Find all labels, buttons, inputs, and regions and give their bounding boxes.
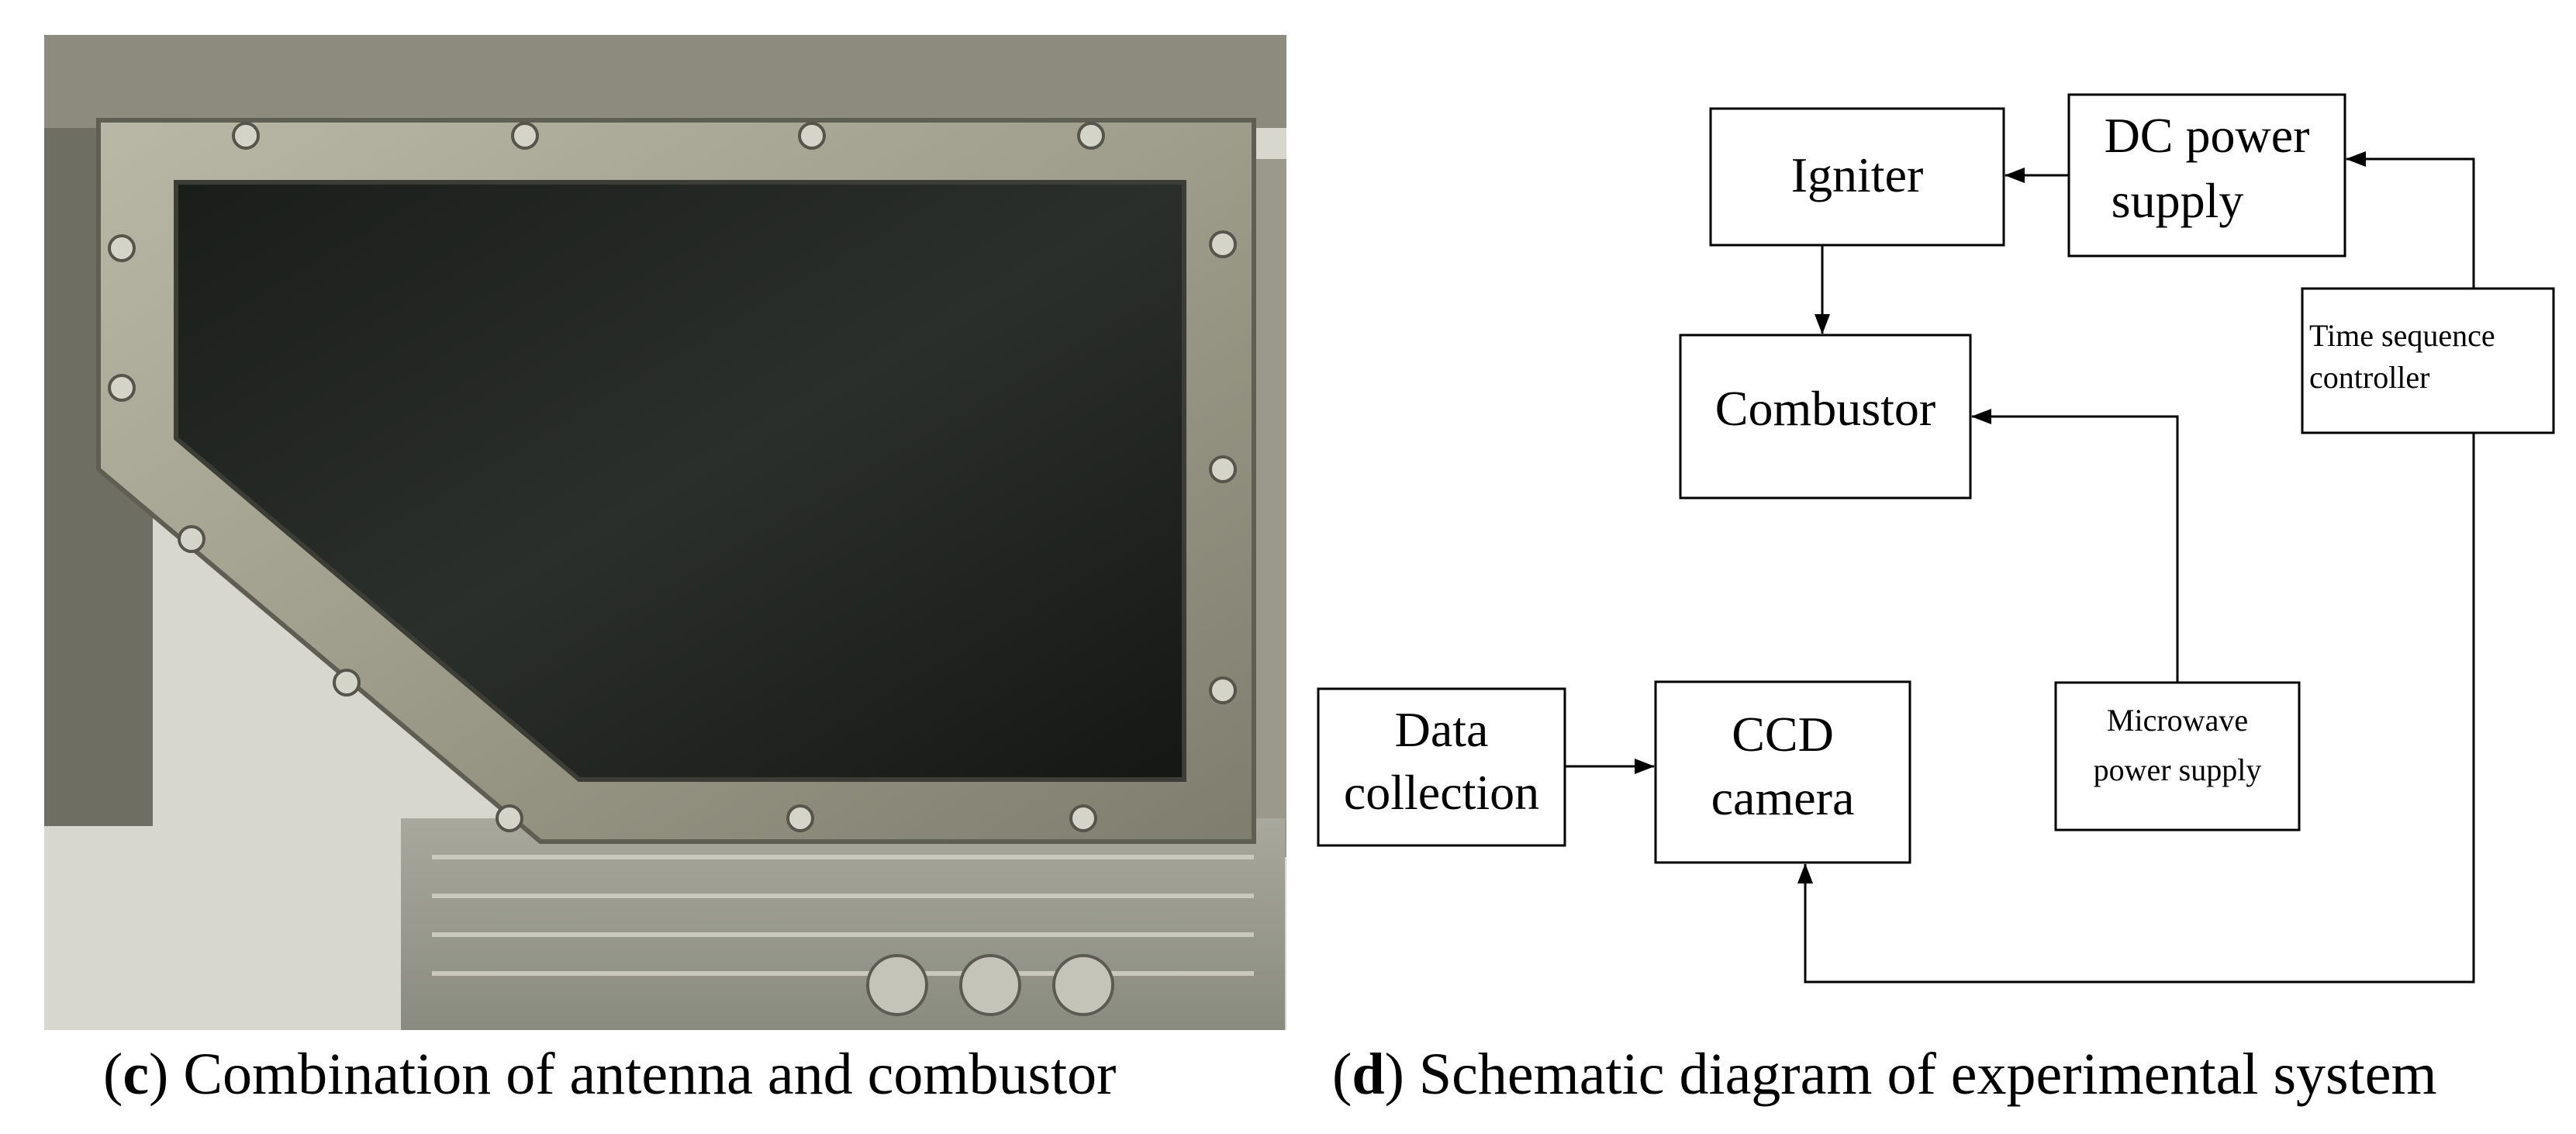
microwave-label-2: power supply xyxy=(2094,752,2262,787)
igniter-box xyxy=(1709,107,2005,247)
time-sequence-label-2: controller xyxy=(2309,360,2430,395)
ccd-camera-label-2: camera xyxy=(1711,770,1855,825)
dc-power-label-2: supply xyxy=(2112,173,2244,228)
arrow-microwave-to-combustor xyxy=(1971,409,2179,683)
time-sequence-label-1: Time sequence xyxy=(2309,318,2495,353)
caption-c-text: Combination of antenna and combustor xyxy=(183,1042,1117,1107)
igniter-label: Igniter xyxy=(1791,147,1924,202)
combustor-photo xyxy=(44,35,1286,1030)
ccd-camera-box xyxy=(1654,680,1911,864)
caption-d: (d) Schematic diagram of experimental sy… xyxy=(1332,1042,2437,1107)
microwave-power-supply-box xyxy=(2054,681,2301,831)
ccd-camera-label-1: CCD xyxy=(1732,707,1834,762)
time-sequence-controller-box xyxy=(2301,287,2555,434)
caption-d-letter: d xyxy=(1352,1042,1385,1107)
arrow-time-to-ccd xyxy=(1797,433,2475,984)
microwave-label-1: Microwave xyxy=(2107,703,2248,738)
caption-d-text: Schematic diagram of experimental system xyxy=(1418,1042,2437,1107)
caption-c-letter: c xyxy=(123,1042,150,1107)
combustor-label: Combustor xyxy=(1715,381,1935,436)
data-collection-box xyxy=(1317,687,1566,847)
data-collection-label-1: Data xyxy=(1395,702,1489,757)
arrow-time-to-dc xyxy=(2346,151,2475,289)
data-collection-label-2: collection xyxy=(1344,765,1539,820)
combustor-box xyxy=(1679,334,1972,500)
caption-c: (c) Combination of antenna and combustor xyxy=(103,1042,1117,1107)
dc-power-label-1: DC power xyxy=(2105,108,2310,163)
